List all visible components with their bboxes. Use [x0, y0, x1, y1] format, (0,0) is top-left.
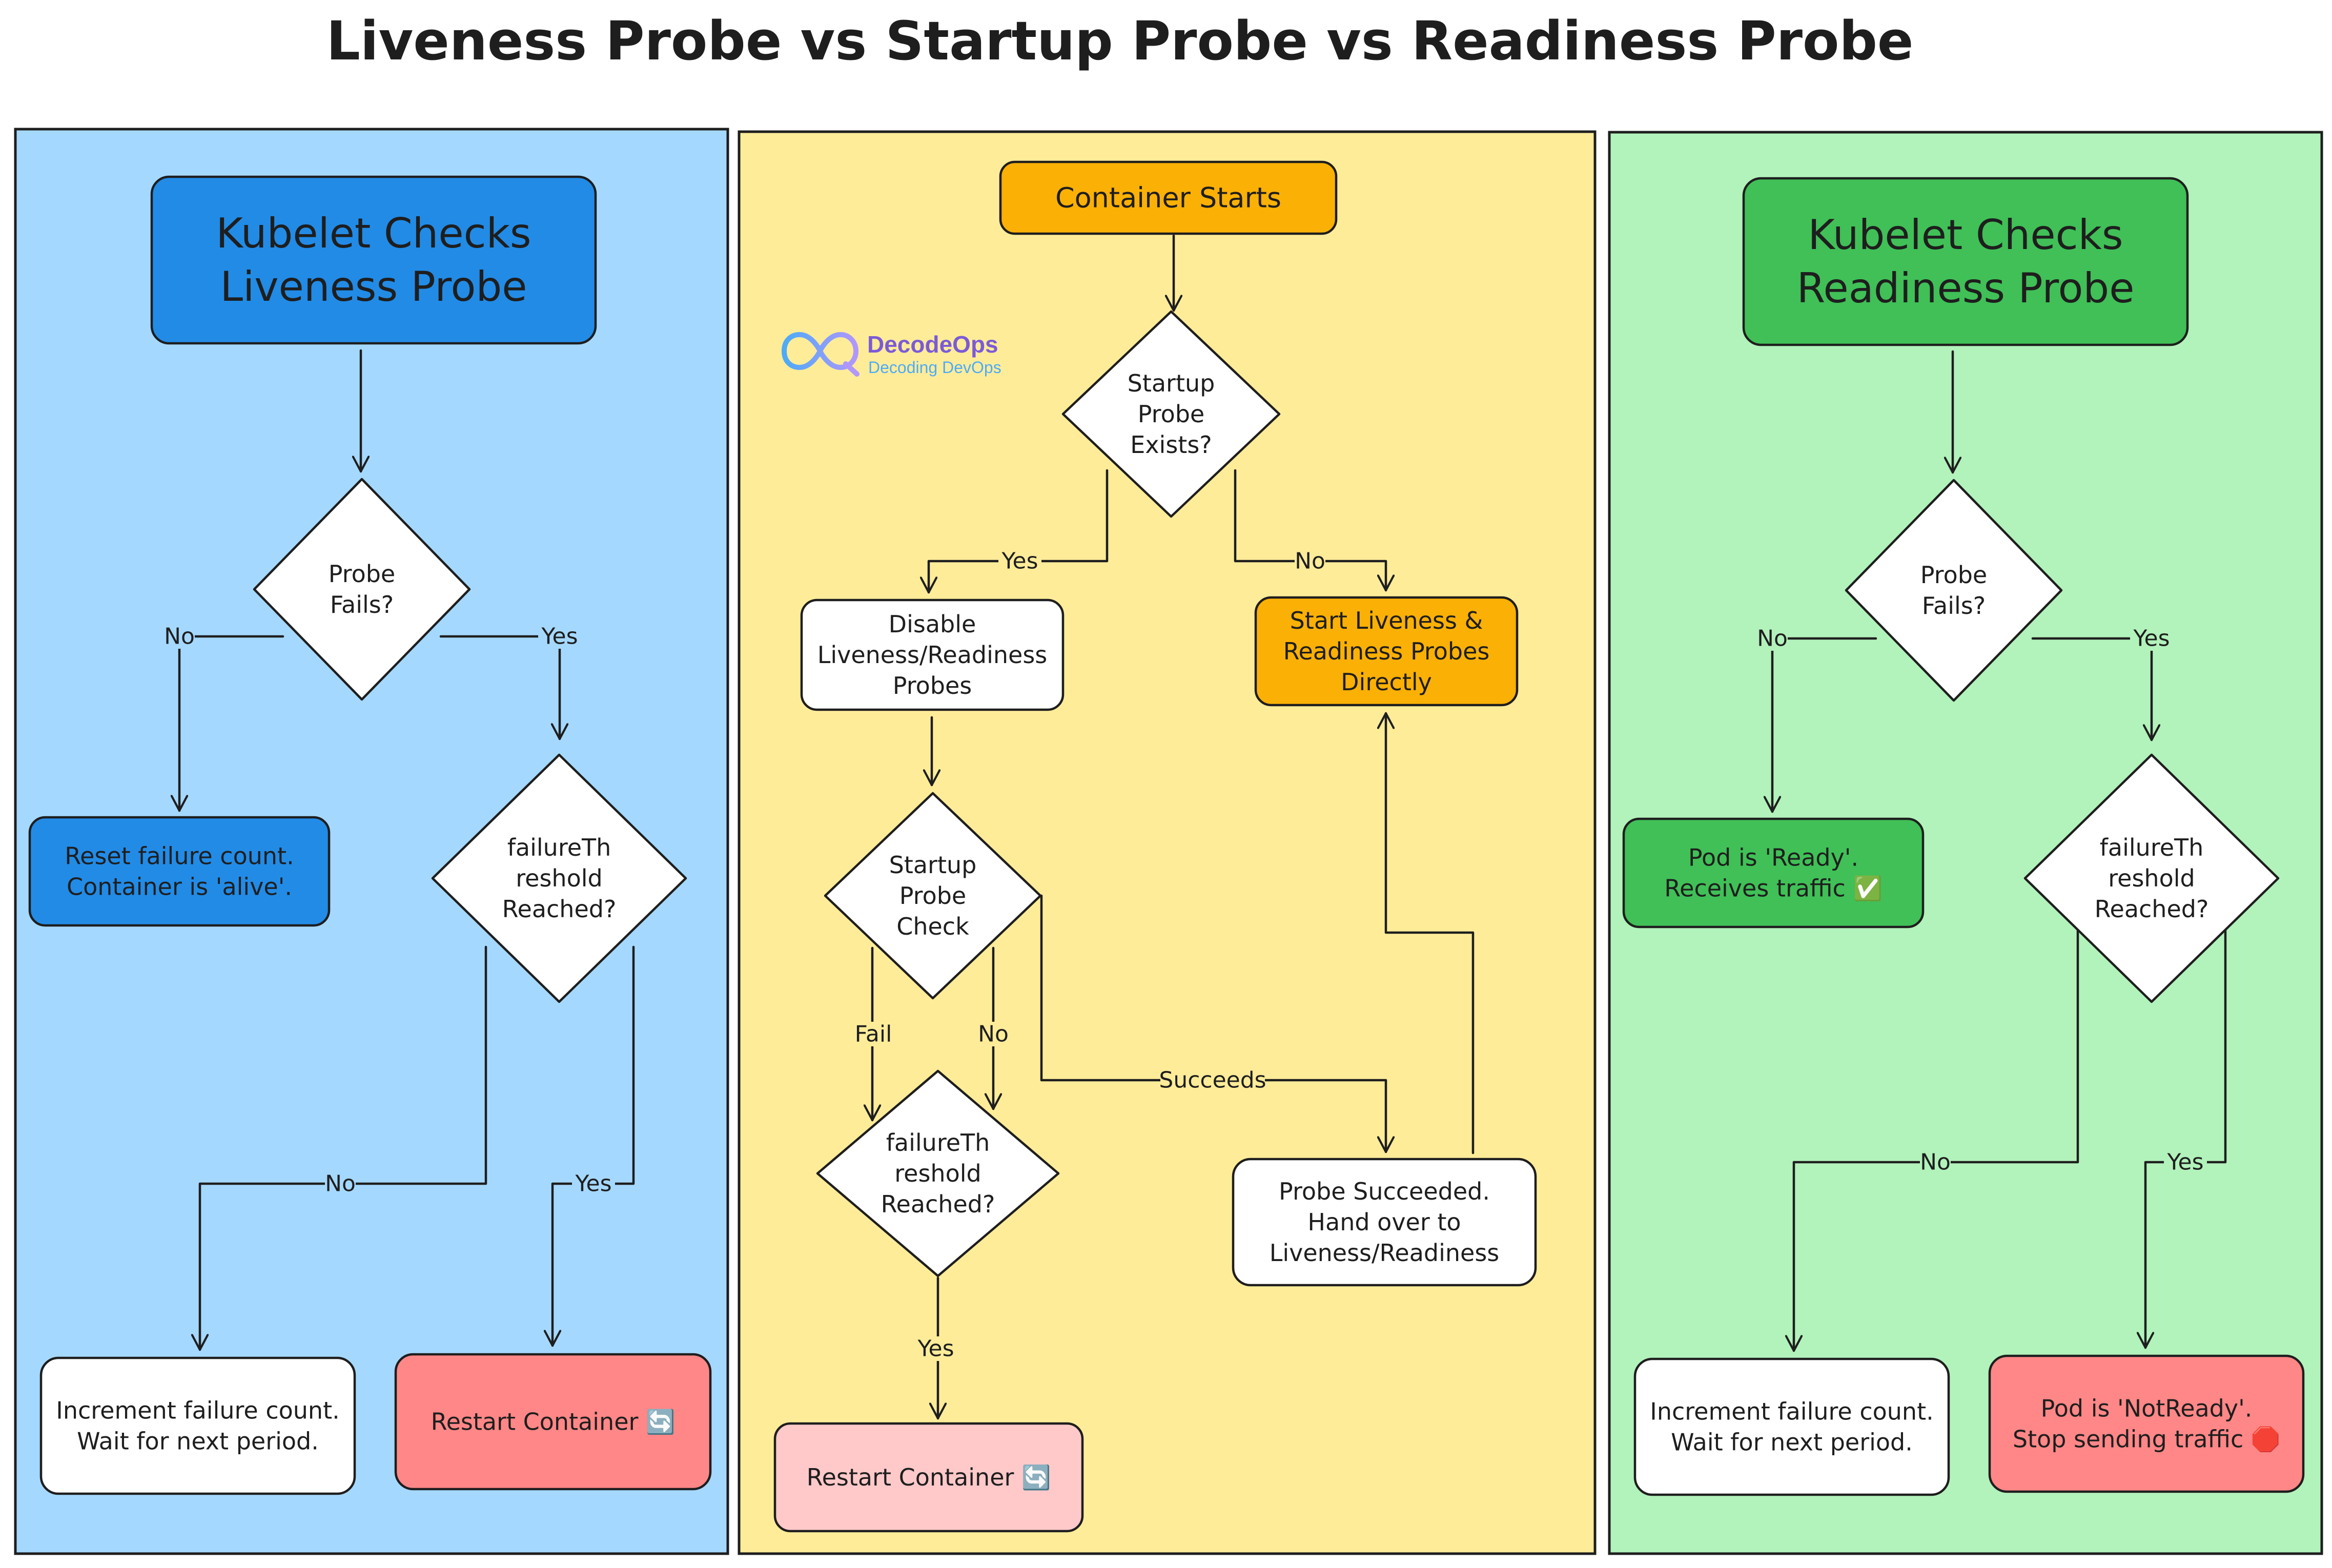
liveness-reset-node: Reset failure count.Container is 'alive'… [28, 816, 331, 927]
svg-text:No: No [1920, 1149, 1951, 1175]
readiness-notready-node: Pod is 'NotReady'.Stop sending traffic 🛑 [1988, 1354, 2305, 1493]
readiness-label-yes2: Yes [2164, 1149, 2207, 1175]
startup-label-yes2: Yes [914, 1336, 957, 1362]
readiness-label-yes1: Yes [2130, 626, 2173, 652]
startup-restart-node: Restart Container 🔄 [773, 1422, 1084, 1533]
decodeops-logo: DecodeOps Decoding DevOps [781, 331, 1001, 377]
startup-label-succeeds: Succeeds [1159, 1067, 1266, 1094]
svg-text:Yes: Yes [1001, 548, 1038, 574]
svg-text:Yes: Yes [2166, 1149, 2203, 1175]
readiness-ready-node-text: Pod is 'Ready'.Receives traffic ✅ [1664, 844, 1882, 902]
brand-name: DecodeOps [867, 331, 998, 358]
svg-text:Succeeds: Succeeds [1159, 1067, 1266, 1094]
readiness-increment-node: Increment failure count.Wait for next pe… [1633, 1357, 1950, 1496]
startup-restart-node-text: Restart Container 🔄 [807, 1463, 1051, 1491]
startup-label-no2: No [978, 1021, 1009, 1047]
liveness-label-yes1: Yes [538, 624, 581, 650]
svg-text:Yes: Yes [575, 1171, 611, 1197]
brand-tagline: Decoding DevOps [868, 358, 1001, 377]
liveness-restart-node: Restart Container 🔄 [394, 1353, 712, 1491]
svg-text:Yes: Yes [541, 624, 578, 650]
startup-container-starts-node-text: Container Starts [1055, 182, 1281, 214]
readiness-increment-node-text: Increment failure count.Wait for next pe… [1650, 1398, 1933, 1456]
svg-text:Fail: Fail [855, 1021, 892, 1047]
readiness-ready-node: Pod is 'Ready'.Receives traffic ✅ [1622, 817, 1925, 929]
readiness-label-no1: No [1757, 626, 1788, 652]
svg-text:No: No [1295, 548, 1325, 574]
liveness-increment-node-text: Increment failure count.Wait for next pe… [56, 1397, 339, 1455]
svg-text:Yes: Yes [2133, 626, 2170, 652]
liveness-label-no2: No [325, 1171, 356, 1197]
liveness-label-yes2: Yes [572, 1171, 615, 1197]
svg-text:No: No [164, 624, 195, 650]
liveness-increment-node: Increment failure count.Wait for next pe… [39, 1356, 356, 1495]
svg-text:Yes: Yes [917, 1336, 954, 1362]
liveness-reset-node-text: Reset failure count.Container is 'alive'… [65, 842, 294, 901]
startup-label-fail: Fail [846, 1021, 901, 1047]
readiness-notready-node-text: Pod is 'NotReady'.Stop sending traffic 🛑 [2013, 1395, 2280, 1453]
svg-text:No: No [1757, 626, 1788, 652]
svg-text:No: No [325, 1171, 356, 1197]
liveness-restart-node-text: Restart Container 🔄 [431, 1408, 676, 1436]
startup-label-yes: Yes [998, 548, 1041, 574]
liveness-label-no1: No [164, 624, 195, 650]
svg-text:No: No [978, 1021, 1009, 1047]
startup-label-no: No [1295, 548, 1325, 574]
infinity-magnifier-logo-icon [781, 332, 860, 377]
startup-edge-handover [1386, 712, 1475, 1154]
startup-container-starts-node: Container Starts [999, 160, 1338, 235]
diagram-title: Liveness Probe vs Startup Probe vs Readi… [326, 10, 1914, 72]
readiness-label-no2: No [1920, 1149, 1951, 1175]
